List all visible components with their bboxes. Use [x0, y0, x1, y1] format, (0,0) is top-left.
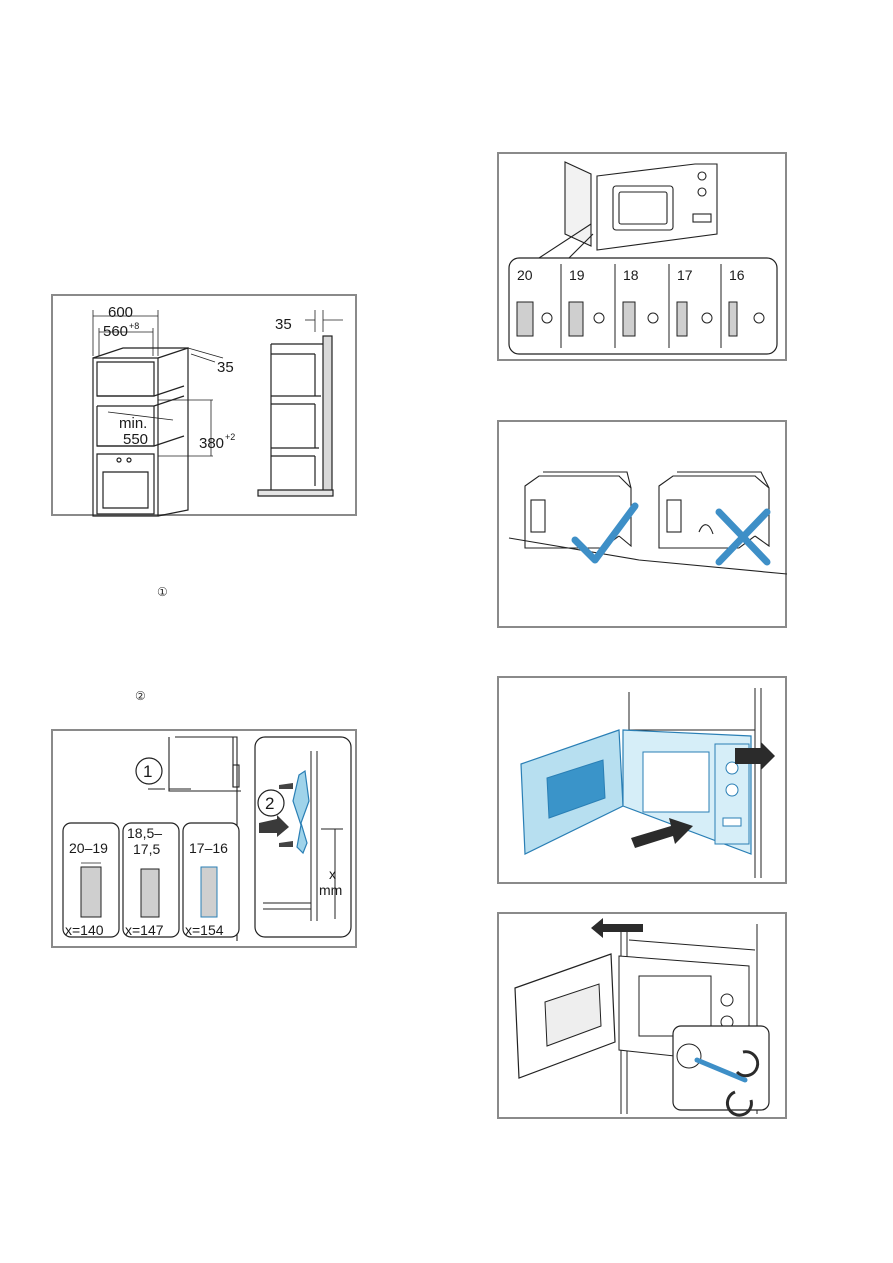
- thickness-row: 20 19 18 17 16: [516, 267, 765, 337]
- thickness-panel-18: [622, 301, 636, 337]
- panel-3-x: x=154: [185, 922, 224, 938]
- thickness-panel-19: [568, 301, 584, 337]
- panel-1-x: x=140: [65, 922, 104, 938]
- thickness-panel-20: [516, 301, 534, 337]
- panel-2-thickness: 18,5–: [127, 825, 162, 841]
- thickness-panel-3: 17–16 x=154: [182, 822, 240, 938]
- microwave-thickness-drawing: 20 19 18 17 16: [508, 161, 778, 355]
- dim-min-label: min.: [119, 415, 147, 432]
- dim-x: x: [329, 866, 336, 882]
- push-in-arrow-icon: [631, 818, 693, 848]
- thickness-panel-1: 20–19 x=140: [62, 822, 120, 938]
- dim-height-tolerance: +2: [225, 432, 235, 442]
- figure-insert-appliance: [497, 676, 787, 884]
- figure-cabinet-dimensions: 600 560 +8 35 min. 550 380 +2 35: [51, 294, 357, 517]
- figure-screw-fastening: [497, 912, 787, 1119]
- dim-min-value: 550: [123, 431, 148, 448]
- panel-2-thickness-line2: 17,5: [133, 841, 160, 857]
- spacer-icon-16: [753, 312, 765, 324]
- spacer-icon-17: [701, 312, 713, 324]
- screw-fastening-drawing: [514, 918, 770, 1117]
- figure-correct-incorrect: [497, 420, 788, 628]
- spacer-icon-20: [541, 312, 553, 324]
- thickness-label-16: 16: [729, 267, 745, 283]
- check-mark-icon: [571, 502, 639, 564]
- mounting-bracket-drawing: 1 2 x mm 20–19 x=140: [62, 736, 352, 941]
- screwdriver-icon: [694, 1057, 748, 1083]
- thickness-panel-16: [728, 301, 738, 337]
- spacer-icon-18: [647, 312, 659, 324]
- insert-appliance-drawing: [520, 688, 775, 878]
- thickness-panel-2: 18,5– 17,5 x=147: [122, 822, 180, 938]
- spacer-icon-19: [593, 312, 605, 324]
- rotate-icon: [725, 1050, 760, 1117]
- dim-height: 380: [199, 435, 224, 452]
- thickness-label-17: 17: [677, 267, 693, 283]
- figure-mounting-bracket: 1 2 x mm 20–19 x=140: [51, 729, 357, 948]
- cabinet-dimensions-drawing: 600 560 +8 35 min. 550 380 +2 35: [92, 304, 343, 517]
- pull-left-arrow-icon: [591, 918, 643, 938]
- dim-width-outer: 600: [108, 304, 133, 321]
- cross-mark-icon: [715, 508, 771, 566]
- dim-width-inner-tolerance: +8: [129, 321, 139, 331]
- dim-depth-top: 35: [217, 359, 234, 376]
- thickness-label-19: 19: [569, 267, 585, 283]
- step-2-marker: ②: [135, 689, 146, 703]
- panel-3-thickness: 17–16: [189, 840, 228, 856]
- panel-1-thickness: 20–19: [69, 840, 108, 856]
- dim-width-inner: 560: [103, 323, 128, 340]
- push-right-arrow-icon: [735, 742, 775, 770]
- step-1-marker: ①: [157, 585, 168, 599]
- dim-unit: mm: [319, 882, 342, 898]
- figure-microwave-thickness: 20 19 18 17 16: [497, 152, 787, 361]
- thickness-panel-17: [676, 301, 688, 337]
- correct-incorrect-drawing: [508, 471, 788, 575]
- callout-1: 1: [143, 762, 152, 781]
- thickness-label-20: 20: [517, 267, 533, 283]
- panel-2-x: x=147: [125, 922, 164, 938]
- callout-2: 2: [265, 794, 274, 813]
- side-depth: 35: [275, 316, 292, 333]
- thickness-label-18: 18: [623, 267, 639, 283]
